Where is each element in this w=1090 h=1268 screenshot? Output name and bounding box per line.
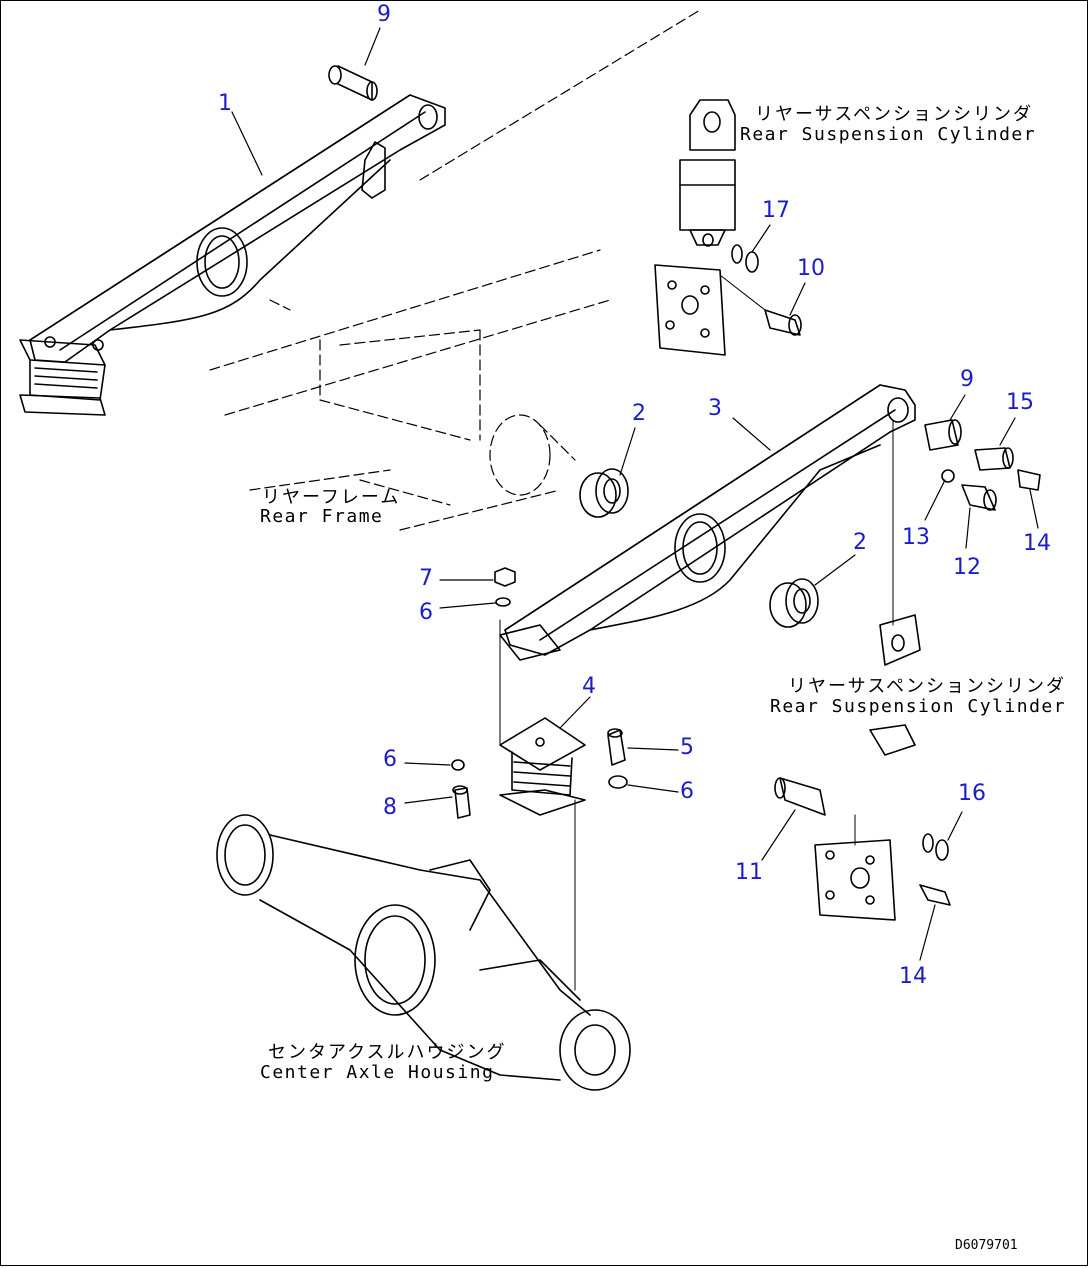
callout-3: 3 xyxy=(708,396,722,421)
cylinder-bracket-top xyxy=(654,264,726,356)
mount-plate-top xyxy=(499,624,561,661)
nut-7 xyxy=(494,567,516,587)
rear-suspension-cylinder-mid xyxy=(869,614,921,756)
callout-15: 15 xyxy=(1006,390,1034,415)
rear-frame-jp-label: リヤーフレーム xyxy=(262,487,401,508)
callout-14-top: 14 xyxy=(1023,531,1051,556)
axle-housing-jp-label: センタアクスルハウジング xyxy=(268,1042,507,1063)
washer-13 xyxy=(941,469,955,483)
callout-2-lower: 2 xyxy=(853,530,867,555)
upper-rubber-mount xyxy=(19,339,106,416)
lower-equalizer-bar xyxy=(504,384,916,656)
callout-11: 11 xyxy=(735,860,763,885)
pin-11 xyxy=(774,777,826,816)
callout-4: 4 xyxy=(582,674,596,699)
callout-5: 5 xyxy=(680,735,694,760)
axle-housing-en-label: Center Axle Housing xyxy=(260,1062,495,1083)
callout-14-lower: 14 xyxy=(899,964,927,989)
washer-6-right xyxy=(608,775,628,789)
washer-6-left xyxy=(451,759,465,771)
callout-9-right: 9 xyxy=(960,367,974,392)
fitting-15 xyxy=(974,447,1014,471)
bushing-2-upper xyxy=(579,468,629,518)
leader-lines xyxy=(231,27,1039,961)
rear-cylinder-mid-jp-label: リヤーサスペンションシリンダ xyxy=(788,676,1067,697)
upper-equalizer-bar xyxy=(29,94,446,363)
washer-16 xyxy=(922,833,949,861)
grease-fitting-14-lower xyxy=(919,884,951,906)
rear-frame-en-label: Rear Frame xyxy=(260,506,384,527)
callout-6-right: 6 xyxy=(680,779,694,804)
document-id: D6079701 xyxy=(955,1238,1018,1253)
cylinder-bracket-lower xyxy=(814,839,896,921)
washer-6-upper xyxy=(495,597,511,607)
rear-cylinder-top-en-label: Rear Suspension Cylinder xyxy=(740,124,1037,145)
bolt-5 xyxy=(607,728,626,766)
rear-frame-outline xyxy=(209,9,701,531)
bolt-12 xyxy=(961,484,997,511)
bolt-8 xyxy=(452,785,471,819)
callout-12: 12 xyxy=(953,555,981,580)
center-axle-housing xyxy=(216,814,631,1091)
rear-cylinder-top-jp-label: リヤーサスペンションシリンダ xyxy=(755,104,1034,125)
callout-9-top: 9 xyxy=(377,2,391,27)
callout-13: 13 xyxy=(902,525,930,550)
callout-10: 10 xyxy=(797,256,825,281)
rear-cylinder-mid-en-label: Rear Suspension Cylinder xyxy=(770,696,1067,717)
callout-8: 8 xyxy=(383,795,397,820)
pin-9-right xyxy=(924,419,962,451)
callout-6-upper: 6 xyxy=(419,600,433,625)
rear-suspension-cylinder-top xyxy=(679,99,736,247)
callout-7: 7 xyxy=(419,566,433,591)
callout-17: 17 xyxy=(762,198,790,223)
callout-1: 1 xyxy=(218,91,232,116)
grease-fitting-14-top xyxy=(1017,469,1041,491)
bushing-2-lower xyxy=(769,578,819,628)
callout-16: 16 xyxy=(958,781,986,806)
rubber-mount-4 xyxy=(499,717,586,816)
callout-2-upper: 2 xyxy=(632,401,646,426)
pin-9-top xyxy=(328,65,378,101)
pin-10 xyxy=(764,309,802,336)
callout-6-left: 6 xyxy=(383,747,397,772)
alignment-lines xyxy=(499,274,894,991)
